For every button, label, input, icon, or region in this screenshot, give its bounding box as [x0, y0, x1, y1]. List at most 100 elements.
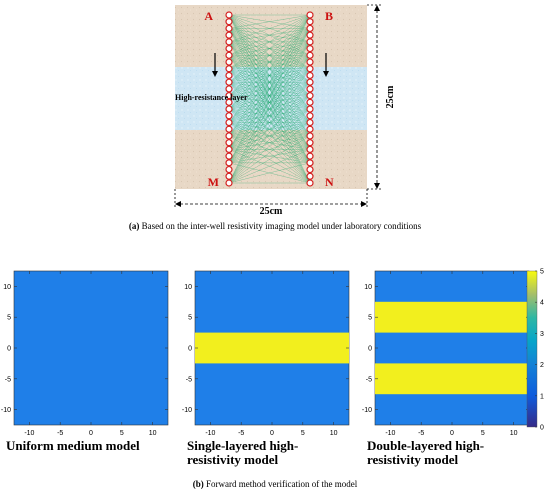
- ray-path: [228, 55, 311, 163]
- electrode: [225, 125, 233, 133]
- y-tick-label: -10: [1, 407, 11, 414]
- electrode: [306, 145, 314, 153]
- electrode: [225, 92, 233, 100]
- electrode: [306, 58, 314, 66]
- caption-a: (a) Based on the inter-well resistivity …: [129, 221, 422, 231]
- electrode: [306, 24, 314, 33]
- electrode: [306, 11, 314, 19]
- ray-path: [228, 135, 311, 164]
- x-tick-label: -10: [205, 430, 215, 437]
- electrode: [306, 71, 314, 80]
- electrode: [306, 179, 314, 187]
- ray-path: [228, 95, 311, 163]
- well-label-b: B: [325, 9, 333, 23]
- ray-path: [228, 14, 311, 110]
- ray-path: [228, 149, 311, 184]
- electrode: [306, 18, 314, 26]
- ray-path: [228, 14, 311, 43]
- x-tick-label: 10: [149, 430, 157, 437]
- electrode: [306, 85, 314, 93]
- electrode: [225, 38, 233, 46]
- x-tick-label: 5: [301, 430, 305, 437]
- electrode: [306, 159, 314, 167]
- y-tick-label: -5: [366, 376, 372, 383]
- electrode-column: [225, 11, 314, 187]
- electrode: [225, 152, 233, 160]
- electrode: [225, 58, 233, 66]
- well-label-m: M: [208, 175, 219, 189]
- layer-label: High-resistance layer: [175, 93, 248, 102]
- y-tick-label: -10: [362, 407, 372, 414]
- dimension-label-vertical: 25cm: [385, 85, 396, 108]
- heatmap-field: [13, 270, 169, 426]
- x-tick-label: 5: [481, 430, 485, 437]
- colorbar-tick-label: 2: [540, 362, 544, 369]
- ray-path: [228, 68, 311, 163]
- colorbar-tick-label: 3: [540, 331, 544, 338]
- electrode: [225, 159, 233, 167]
- ray-path: [228, 14, 311, 123]
- electrode: [306, 105, 314, 113]
- caption-a-tag: (a): [129, 221, 140, 231]
- ray-path: [228, 95, 311, 184]
- ray-path: [228, 55, 311, 184]
- ray-path: [228, 14, 311, 163]
- electrode: [225, 71, 233, 80]
- flow-arrows: [212, 53, 329, 77]
- electrode: [306, 125, 314, 133]
- ray-path: [228, 82, 311, 163]
- colorbar-tick-label: 0: [540, 425, 544, 432]
- ray-path: [228, 14, 311, 184]
- caption-a-text: Based on the inter-well resistivity imag…: [139, 221, 421, 231]
- panel-title: Single-layered high-: [187, 438, 298, 453]
- ray-path: [228, 14, 311, 56]
- electrode: [225, 145, 233, 153]
- y-tick-label: 5: [368, 315, 372, 322]
- y-tick-label: 0: [7, 346, 11, 353]
- electrode: [306, 98, 314, 106]
- electrode: [306, 139, 314, 147]
- electrode: [225, 65, 233, 73]
- ray-path: [228, 68, 311, 184]
- ray-path: [228, 149, 311, 164]
- electrode: [306, 118, 314, 127]
- panel-title: resistivity model: [187, 452, 278, 467]
- x-tick-label: -5: [57, 430, 63, 437]
- ray-path: [228, 135, 311, 184]
- y-tick-label: 10: [184, 284, 192, 291]
- ray-path: [228, 14, 311, 29]
- electrode: [306, 78, 314, 86]
- y-tick-label: 5: [188, 315, 192, 322]
- electrode: [225, 179, 233, 187]
- x-tick-label: -10: [24, 430, 34, 437]
- y-tick-label: 0: [368, 346, 372, 353]
- ray-path: [228, 122, 311, 163]
- well-label-a: A: [204, 9, 213, 23]
- caption-b-text: Forward method verification of the model: [204, 479, 358, 489]
- electrode: [306, 172, 314, 180]
- electrode: [306, 132, 314, 140]
- colorbar-tick-label: 4: [540, 300, 544, 307]
- x-tick-label: 0: [89, 430, 93, 437]
- well-label-n: N: [325, 175, 334, 189]
- electrode: [306, 165, 314, 174]
- electrode: [225, 78, 233, 86]
- x-tick-label: 0: [450, 430, 454, 437]
- electrode: [225, 105, 233, 113]
- electrode: [306, 44, 314, 53]
- ray-path: [228, 14, 311, 137]
- electrode: [225, 44, 233, 53]
- x-tick-label: 10: [330, 430, 338, 437]
- electrode: [306, 38, 314, 46]
- y-tick-label: -5: [186, 376, 192, 383]
- ray-paths: [228, 14, 311, 184]
- electrode: [225, 31, 233, 39]
- panel-title: Uniform medium model: [6, 438, 140, 453]
- y-tick-label: 10: [3, 284, 11, 291]
- ray-path: [228, 122, 311, 184]
- electrode: [306, 152, 314, 160]
